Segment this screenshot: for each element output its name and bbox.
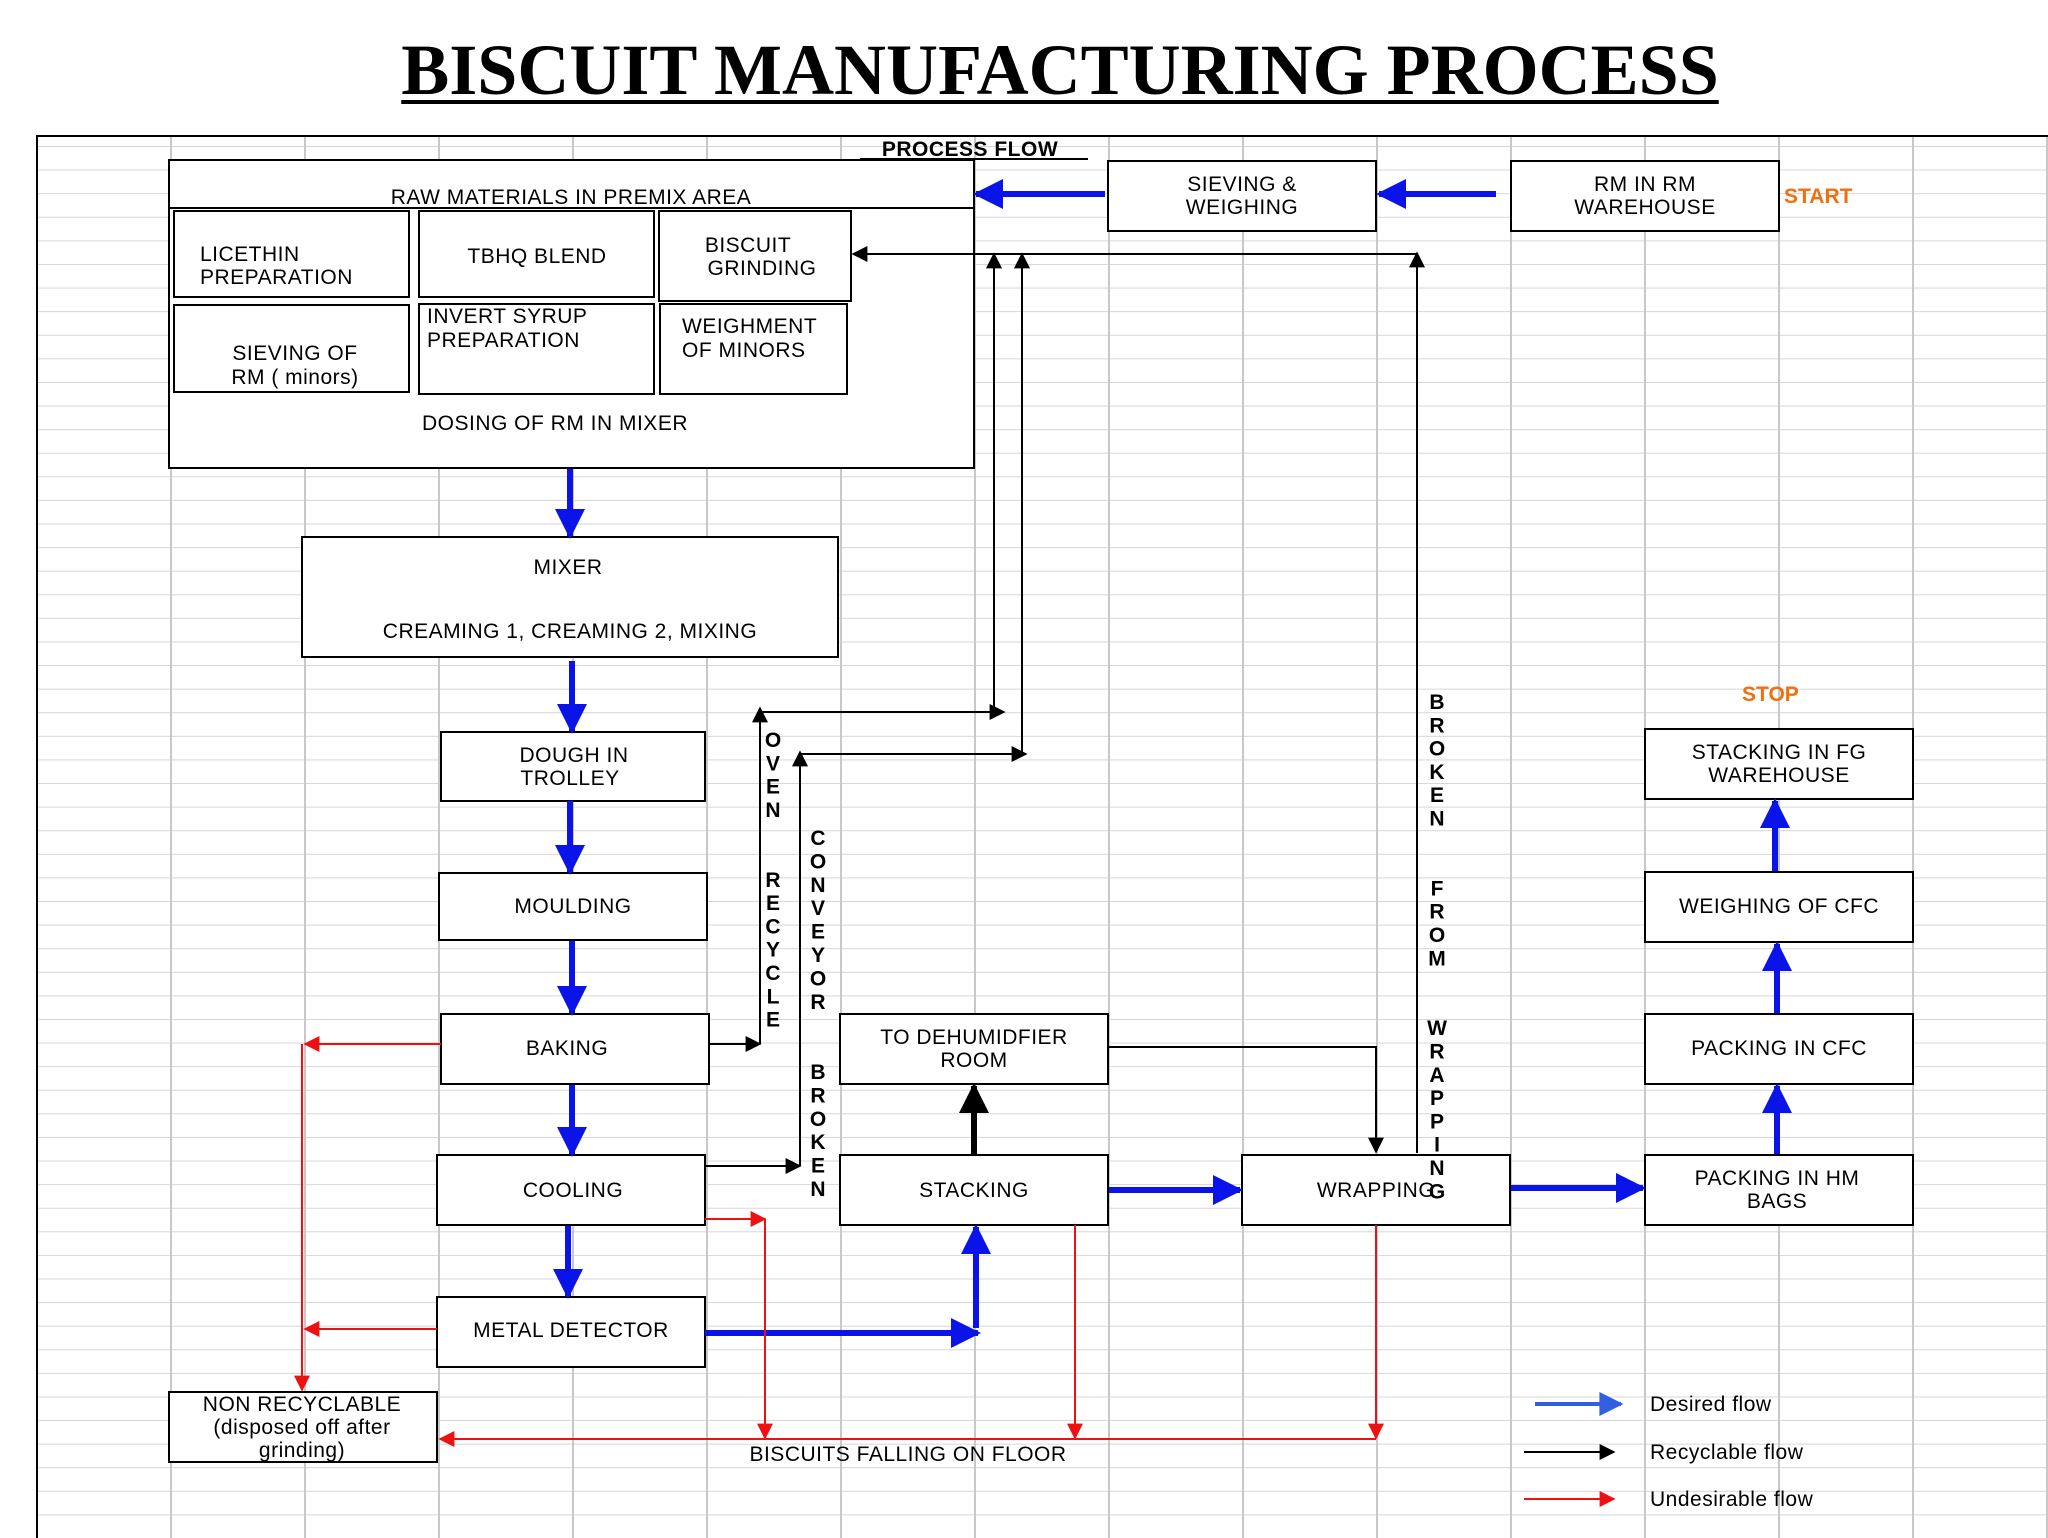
weighment-minors-box: WEIGHMENT OF MINORS [659,303,848,395]
packing-hm-box: PACKING IN HM BAGS [1644,1154,1914,1226]
non-recyclable-line-3: grinding) [259,1439,345,1462]
sieving-weighing-line-2: WEIGHING [1186,196,1299,219]
stacking-label: STACKING [919,1179,1029,1202]
packing-hm-line-1: PACKING IN HM [1695,1167,1860,1190]
dehumidifier-box: TO DEHUMIDFIER ROOM [839,1013,1109,1085]
non-recyclable-line-1: NON RECYCLABLE [203,1393,401,1416]
sieving-weighing-box: SIEVING & WEIGHING [1107,160,1377,232]
legend-label-recyclable: Recyclable flow [1650,1441,1804,1464]
mixer-line-1: MIXER [533,556,602,579]
non-recyclable-line-2: (disposed off after [213,1416,390,1439]
start-label: START [1784,185,1853,208]
tbhq-blend-box: TBHQ BLEND [418,210,655,298]
metal-detector-box: METAL DETECTOR [436,1296,706,1368]
mixer-line-2: CREAMING 1, CREAMING 2, MIXING [383,620,757,643]
dehumidifier-line-1: TO DEHUMIDFIER [880,1026,1067,1049]
dough-line-1: DOUGH IN [520,744,629,767]
rm-warehouse-box: RM IN RM WAREHOUSE [1510,160,1780,232]
metal-detector-label: METAL DETECTOR [473,1319,669,1342]
cooling-box: COOLING [436,1154,706,1226]
weighment-line-2: OF MINORS [682,339,806,362]
dough-line-2: TROLLEY [520,767,619,790]
lecithin-preparation-box: LICETHIN PREPARATION [173,210,410,298]
packing-cfc-box: PACKING IN CFC [1644,1013,1914,1085]
packing-hm-line-2: BAGS [1747,1190,1807,1213]
main-title: BISCUIT MANUFACTURING PROCESS [401,30,1719,110]
legend-label-desired: Desired flow [1650,1393,1772,1416]
invert-syrup-box: INVERT SYRUP PREPARATION [418,303,655,395]
wrapping-box: WRAPPING [1241,1154,1511,1226]
biscuit-grinding-line-2: GRINDING [708,257,817,280]
recyclable-flow-arrows [705,246,1425,1174]
sieving-rm-line-1: SIEVING OF [232,342,357,365]
weighing-cfc-label: WEIGHING OF CFC [1679,895,1879,918]
biscuit-grinding-line-1: BISCUIT [705,234,791,257]
moulding-label: MOULDING [514,895,631,918]
undesirable-flow-arrows [294,1036,1384,1447]
mixer-box: MIXER CREAMING 1, CREAMING 2, MIXING [301,536,839,658]
floor-label: BISCUITS FALLING ON FLOOR [749,1443,1066,1466]
invert-syrup-line-1: INVERT SYRUP [427,305,587,328]
lecithin-line-1: LICETHIN [200,243,300,266]
stop-label: STOP [1742,683,1799,706]
weighing-cfc-box: WEIGHING OF CFC [1644,871,1914,943]
baking-label: BAKING [526,1037,608,1060]
sieving-rm-minors-box: SIEVING OF RM ( minors) [173,304,410,393]
non-recyclable-box: NON RECYCLABLE (disposed off after grind… [168,1391,438,1463]
rm-warehouse-line-1: RM IN RM [1594,173,1696,196]
dough-trolley-box: DOUGH IN TROLLEY [440,731,706,802]
invert-syrup-line-2: PREPARATION [427,329,580,352]
moulding-box: MOULDING [438,872,708,941]
legend: Desired flow Recyclable flow Undesirable… [1524,1392,1814,1511]
sieving-weighing-line-1: SIEVING & [1187,173,1297,196]
legend-label-undesirable: Undesirable flow [1650,1488,1814,1511]
biscuit-grinding-box: BISCUIT GRINDING [658,210,852,302]
stacking-box: STACKING [839,1154,1109,1226]
stacking-fg-box: STACKING IN FG WAREHOUSE [1644,728,1914,800]
packing-cfc-label: PACKING IN CFC [1691,1037,1867,1060]
process-flow-label: PROCESS FLOW [882,138,1058,161]
rm-warehouse-line-2: WAREHOUSE [1574,196,1715,219]
stacking-fg-line-1: STACKING IN FG [1692,741,1867,764]
baking-box: BAKING [440,1013,710,1085]
wrapping-label: WRAPPING [1317,1179,1435,1202]
desired-flow-arrows [553,179,1792,1348]
stacking-fg-line-2: WAREHOUSE [1708,764,1849,787]
sieving-rm-line-2: RM ( minors) [231,366,358,389]
premix-header: RAW MATERIALS IN PREMIX AREA [391,186,752,209]
tbhq-label: TBHQ BLEND [467,245,606,268]
dehumidifier-line-2: ROOM [940,1049,1007,1072]
weighment-line-1: WEIGHMENT [682,315,817,338]
lecithin-line-2: PREPARATION [200,266,353,289]
dosing-label: DOSING OF RM IN MIXER [422,412,688,435]
cooling-label: COOLING [523,1179,623,1202]
